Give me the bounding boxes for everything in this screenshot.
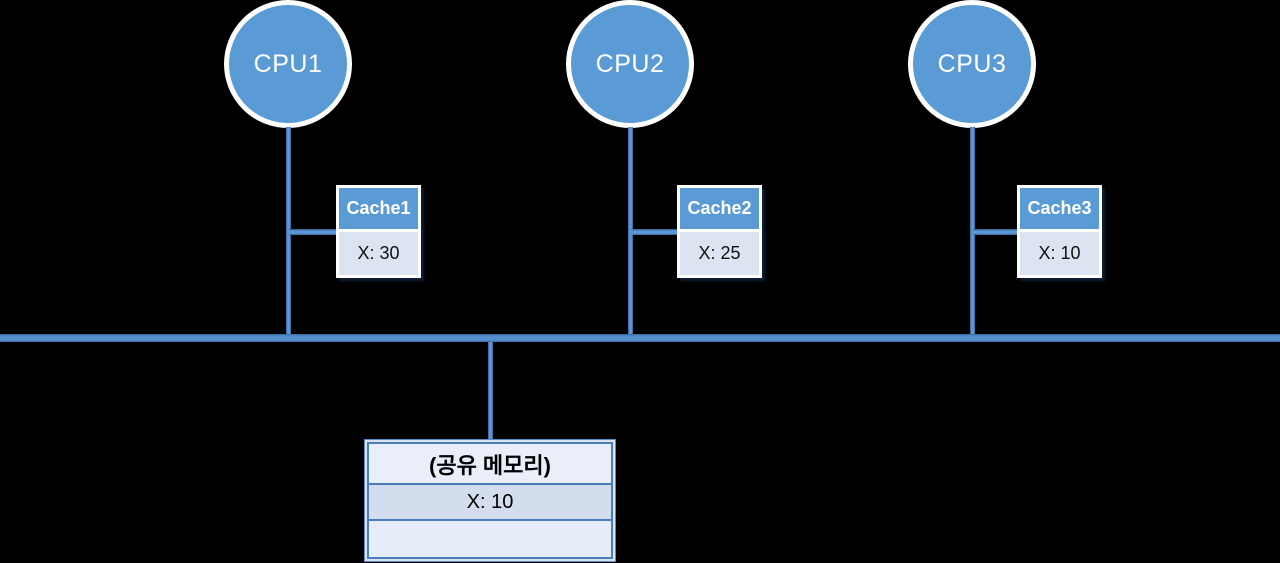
cache2-connector-line bbox=[631, 229, 677, 235]
shared-memory-value: X: 10 bbox=[369, 485, 611, 521]
cpu3-node: CPU3 bbox=[908, 0, 1036, 128]
shared-memory-box: (공유 메모리) X: 10 bbox=[367, 442, 613, 559]
cache2-box: Cache2 X: 25 bbox=[677, 185, 762, 278]
cache3-title: Cache3 bbox=[1020, 188, 1099, 229]
shared-memory-connector-line bbox=[488, 342, 493, 442]
cache3-connector-line bbox=[973, 229, 1017, 235]
cpu2-bus-connector-line bbox=[628, 127, 633, 335]
cache3-box: Cache3 X: 10 bbox=[1017, 185, 1102, 278]
cpu2-label: CPU2 bbox=[595, 49, 665, 78]
cpu2-node: CPU2 bbox=[566, 0, 694, 128]
cache1-connector-line bbox=[289, 229, 336, 235]
cache3-value: X: 10 bbox=[1020, 232, 1099, 275]
cache2-title: Cache2 bbox=[680, 188, 759, 229]
cache1-box: Cache1 X: 30 bbox=[336, 185, 421, 278]
cpu1-node: CPU1 bbox=[224, 0, 352, 128]
cache1-value: X: 30 bbox=[339, 232, 418, 275]
cpu1-label: CPU1 bbox=[253, 49, 323, 78]
shared-memory-empty-row bbox=[369, 521, 611, 557]
system-bus-line bbox=[0, 334, 1280, 342]
cache1-title: Cache1 bbox=[339, 188, 418, 229]
shared-memory-title: (공유 메모리) bbox=[369, 444, 611, 485]
cpu1-bus-connector-line bbox=[286, 127, 291, 335]
cpu3-label: CPU3 bbox=[937, 49, 1007, 78]
cache2-value: X: 25 bbox=[680, 232, 759, 275]
cpu3-bus-connector-line bbox=[970, 127, 975, 335]
